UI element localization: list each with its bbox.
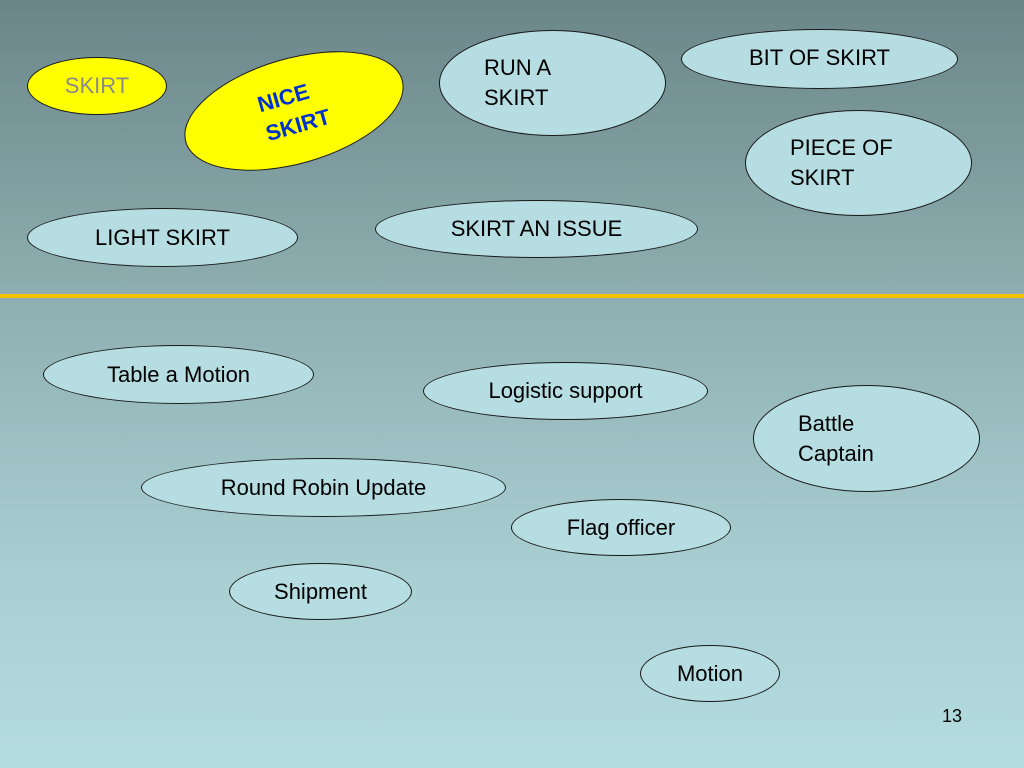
oval-skirt-label: SKIRT [64, 73, 130, 98]
oval-battle-captain: Battle Captain [753, 385, 980, 492]
oval-motion-label: Motion [676, 660, 744, 686]
oval-battle-captain-label: Battle Captain [798, 410, 874, 466]
oval-skirt: SKIRT [27, 57, 167, 115]
oval-piece-of-skirt: PIECE OF SKIRT [745, 110, 972, 216]
oval-shipment-label: Shipment [274, 578, 367, 604]
oval-nice-skirt: NICE SKIRT [170, 28, 418, 194]
oval-round-robin-update-label: Round Robin Update [220, 474, 427, 500]
oval-logistic-support: Logistic support [423, 362, 708, 420]
oval-skirt-an-issue: SKIRT AN ISSUE [375, 200, 698, 258]
oval-round-robin-update: Round Robin Update [141, 458, 506, 517]
oval-skirt-an-issue-label: SKIRT AN ISSUE [450, 216, 623, 241]
oval-bit-of-skirt-label: BIT OF SKIRT [749, 45, 890, 70]
oval-bit-of-skirt: BIT OF SKIRT [681, 29, 958, 89]
oval-piece-of-skirt-label: PIECE OF SKIRT [790, 135, 893, 190]
oval-light-skirt-label: LIGHT SKIRT [95, 224, 230, 250]
oval-table-a-motion-label: Table a Motion [106, 361, 251, 387]
oval-table-a-motion: Table a Motion [43, 345, 314, 404]
page-number: 13 [941, 706, 962, 726]
oval-logistic-support-label: Logistic support [488, 378, 643, 403]
oval-flag-officer-label: Flag officer [566, 514, 676, 540]
oval-run-a-skirt-label: RUN A SKIRT [484, 55, 552, 110]
oval-light-skirt: LIGHT SKIRT [27, 208, 298, 267]
section-divider [0, 294, 1024, 298]
oval-run-a-skirt: RUN A SKIRT [439, 30, 666, 136]
oval-nice-skirt-label: NICE SKIRT [254, 78, 334, 147]
oval-flag-officer: Flag officer [511, 499, 731, 556]
oval-motion: Motion [640, 645, 780, 702]
oval-shipment: Shipment [229, 563, 412, 620]
